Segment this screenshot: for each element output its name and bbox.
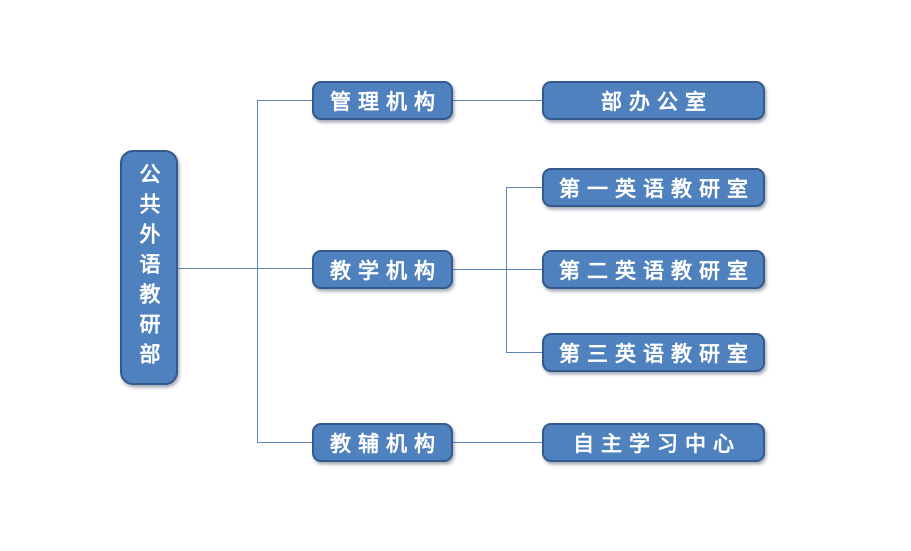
- node-learning-center: 自主学习中心: [542, 423, 765, 462]
- node-english-office-2: 第二英语教研室: [542, 250, 765, 289]
- node-english-office-1: 第一英语教研室: [542, 168, 765, 207]
- node-learning-center-label: 自主学习中心: [573, 431, 741, 456]
- connector-root-to-trunk: [178, 268, 312, 269]
- node-teaching-org: 教学机构: [312, 250, 453, 289]
- node-root-label: 公共外语教研部: [137, 162, 161, 373]
- node-english-office-2-label: 第二英语教研室: [559, 258, 755, 283]
- connector-level1-trunk: [257, 100, 258, 442]
- node-management-org: 管理机构: [312, 81, 453, 120]
- node-support-org: 教辅机构: [312, 423, 453, 462]
- connector-management-to-dept-office: [453, 100, 542, 101]
- node-dept-office: 部办公室: [542, 81, 765, 120]
- node-english-office-3-label: 第三英语教研室: [559, 341, 755, 366]
- node-support-label: 教辅机构: [330, 431, 442, 456]
- node-root-department: 公共外语教研部: [120, 150, 178, 385]
- connector-trunk-to-management: [257, 100, 312, 101]
- node-dept-office-label: 部办公室: [601, 89, 713, 114]
- connector-support-to-learning-center: [453, 442, 542, 443]
- connector-teaching-to-english-office-2: [453, 269, 542, 270]
- connector-trunk-to-english-office-1: [506, 187, 542, 188]
- connector-trunk-to-english-office-3: [506, 352, 542, 353]
- connector-trunk-to-support: [257, 442, 312, 443]
- node-english-office-3: 第三英语教研室: [542, 333, 765, 372]
- node-teaching-label: 教学机构: [330, 258, 442, 283]
- node-english-office-1-label: 第一英语教研室: [559, 176, 755, 201]
- node-management-label: 管理机构: [330, 89, 442, 114]
